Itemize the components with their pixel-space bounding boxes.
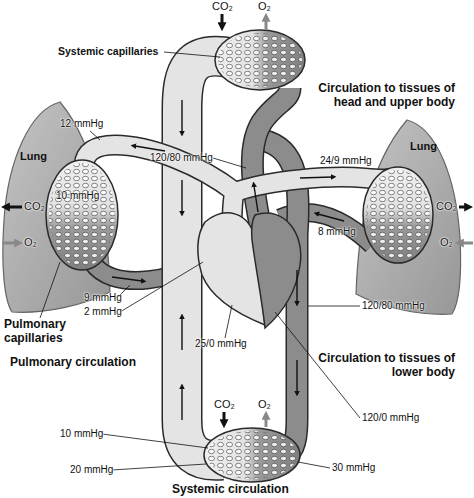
capillary-bed <box>363 167 433 263</box>
vessel-outline <box>252 88 290 245</box>
vessel-outline <box>235 172 398 192</box>
leader-line <box>102 434 208 448</box>
right-heart <box>198 213 265 325</box>
aorta <box>252 88 290 245</box>
gas-label: CO₂ <box>24 200 45 213</box>
capillary-mesh <box>49 163 115 267</box>
vena-cava <box>182 56 232 460</box>
flow-arrow <box>135 146 165 151</box>
leader-line <box>90 131 100 140</box>
flow-arrow <box>254 186 258 212</box>
gas-label: CO₂ <box>436 200 457 213</box>
pressure-label: 120/80 mmHg <box>362 300 425 312</box>
lung-shape <box>3 102 110 312</box>
gas-arrow <box>459 206 466 209</box>
capillary-mesh <box>366 170 430 260</box>
leader-line <box>40 262 60 318</box>
leader-lines <box>40 52 360 470</box>
pulmonary-vein <box>92 236 258 281</box>
leader-line <box>164 52 220 57</box>
pressure-label: 8 mmHg <box>318 226 356 238</box>
region-heading: Circulation to tissues of lower body <box>305 352 455 380</box>
flow-arrow <box>296 270 297 302</box>
organ-label: Lung <box>20 150 47 162</box>
vessel-outline <box>280 212 372 245</box>
vessel-outline <box>182 56 232 460</box>
region-heading: Pulmonary circulation <box>10 356 136 370</box>
capillary-mesh <box>207 431 297 479</box>
capillary-bed <box>215 30 305 90</box>
pressure-label: 2 mmHg <box>84 306 122 318</box>
left-heart <box>252 213 301 328</box>
descending-aorta <box>262 140 298 458</box>
gas-arrow <box>221 14 224 24</box>
gas-label: CO₂ <box>212 0 233 13</box>
pressure-label: 12 mmHg <box>60 118 103 130</box>
flow-arrows <box>112 100 344 420</box>
gas-label: O₂ <box>258 0 271 13</box>
capillary-mesh <box>218 33 302 87</box>
flow-arrow <box>318 214 344 221</box>
flow-arrow <box>181 388 182 420</box>
leader-line <box>308 306 360 307</box>
flow-arrow <box>181 100 182 132</box>
gas-label: O₂ <box>440 236 453 249</box>
gas-arrow <box>462 242 473 245</box>
lung-node: Lung <box>352 118 464 318</box>
organ-label: Lung <box>410 140 437 152</box>
lung-outline <box>352 118 464 318</box>
pressure-label: 120/80 mmHg <box>150 152 213 164</box>
leader-line <box>213 158 246 168</box>
gas-arrow <box>223 412 226 421</box>
pulmonary-artery <box>84 145 235 192</box>
gas-arrow <box>2 242 16 245</box>
pulmonary-artery <box>232 190 235 235</box>
leader-line <box>298 462 330 468</box>
lung-shape <box>356 120 461 314</box>
pressure-label: 10 mmHg <box>56 190 99 202</box>
vessel-outline <box>92 236 258 281</box>
region-heading: Systemic circulation <box>172 483 289 497</box>
gas-label: O₂ <box>24 236 37 249</box>
pressure-label: 10 mmHg <box>60 428 103 440</box>
flow-arrow <box>112 277 142 281</box>
gas-label: O₂ <box>258 398 271 411</box>
region-heading: Circulation to tissues of head and upper… <box>305 82 455 110</box>
gas-arrow <box>8 206 22 209</box>
vessel-outline <box>84 145 235 192</box>
gas-arrow <box>265 20 268 30</box>
pulmonary-vein <box>280 212 372 245</box>
leader-line <box>118 285 130 297</box>
vessel-outline <box>232 190 235 235</box>
pressure-label: 30 mmHg <box>332 462 375 474</box>
lung-node: Lung <box>0 100 112 315</box>
pulmonary-artery <box>235 172 398 192</box>
lung-outline <box>0 100 112 315</box>
leader-line <box>225 305 232 338</box>
pressure-label: 20 mmHg <box>70 464 113 476</box>
leader-line <box>275 312 360 418</box>
leader-line <box>120 262 203 312</box>
structure-label: Pulmonary capillaries <box>4 318 84 346</box>
structure-label: Systemic capillaries <box>58 45 158 57</box>
flow-arrow <box>181 318 182 350</box>
capillary-bed <box>204 428 300 482</box>
leader-line <box>112 464 206 470</box>
pressure-label: 9 mmHg <box>84 292 122 304</box>
flow-arrow <box>300 177 332 178</box>
vessel-outline <box>262 140 298 458</box>
pressure-label: 24/9 mmHg <box>320 155 372 167</box>
flow-arrow <box>181 180 182 212</box>
flow-arrow <box>296 360 297 392</box>
gas-label: CO₂ <box>214 398 235 411</box>
pressure-label: 25/0 mmHg <box>195 338 247 350</box>
pressure-label: 120/0 mmHg <box>362 412 419 424</box>
capillary-bed <box>46 160 118 270</box>
gas-arrow <box>265 418 268 427</box>
